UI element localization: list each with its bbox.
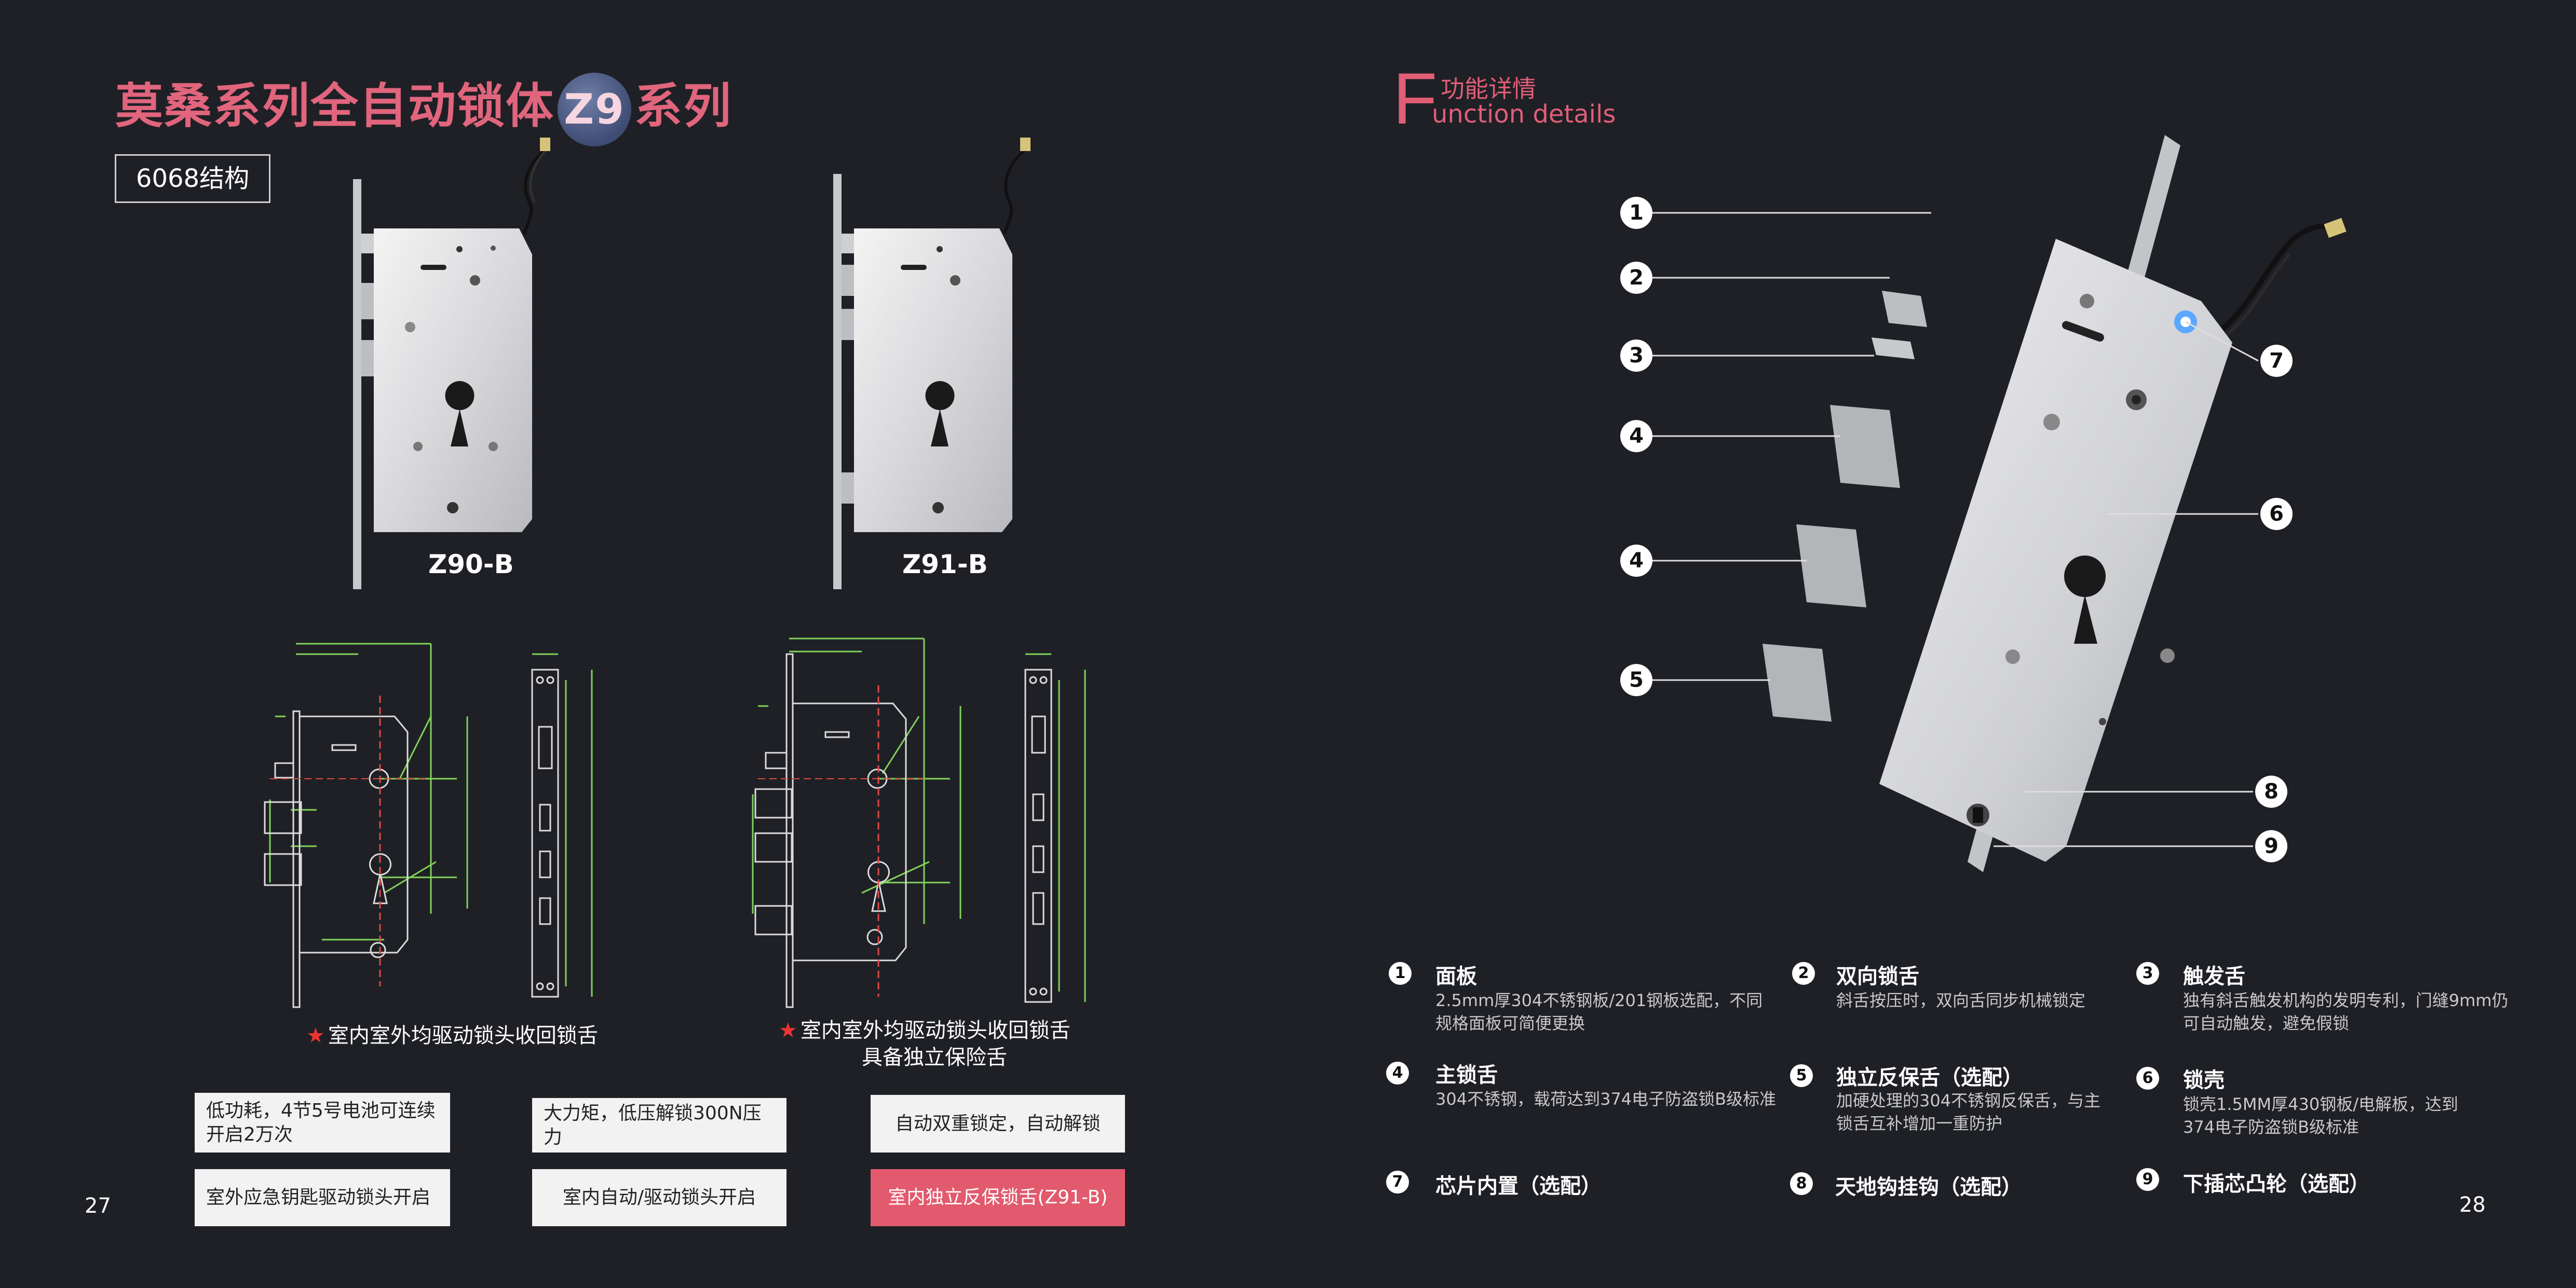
detail-desc-3: 独有斜舌触发机构的发明专利，门缝9mm仍可自动触发，避免假锁 — [2183, 991, 2509, 1033]
detail-num-6: 6 — [2136, 1067, 2159, 1090]
callout-1: 1 — [1620, 197, 1652, 229]
callout-4b: 4 — [1620, 545, 1652, 577]
z9-badge: Z9 — [558, 72, 632, 146]
feature-box-indoor-open: 室内自动/驱动锁头开启 — [532, 1169, 787, 1226]
note-z90b: ★室内室外均驱动锁头收回锁舌 — [306, 1024, 598, 1048]
lock-illustration-large — [1640, 135, 2347, 872]
detail-title-3: 触发舌 — [2183, 965, 2245, 988]
callout-3: 3 — [1620, 340, 1652, 372]
structure-label: 6068结构 — [115, 154, 270, 203]
model-label-z90b: Z90-B — [428, 549, 514, 579]
heading-en: unction details — [1432, 100, 1616, 129]
feature-box-emergency-key: 室外应急钥匙驱动锁头开启 — [195, 1169, 450, 1226]
detail-desc-2: 斜舌按压时，双向舌同步机械锁定 — [1836, 991, 2086, 1010]
note-z91b-line2: 具备独立保险舌 — [862, 1046, 1007, 1069]
technical-drawing-z90b — [264, 643, 593, 1008]
detail-num-2: 2 — [1792, 962, 1815, 985]
detail-num-1: 1 — [1389, 962, 1412, 985]
detail-title-5: 独立反保舌（选配） — [1836, 1066, 2023, 1090]
callout-5: 5 — [1620, 664, 1652, 696]
model-label-z91b: Z91-B — [902, 549, 988, 579]
callout-6: 6 — [2260, 498, 2293, 530]
detail-title-1: 面板 — [1435, 965, 1477, 988]
page-number-left: 27 — [85, 1194, 111, 1218]
detail-desc-4: 304不锈钢，载荷达到374电子防盗锁B级标准 — [1435, 1089, 1777, 1109]
detail-num-5: 5 — [1790, 1064, 1813, 1087]
heading-cn: 功能详情 — [1441, 75, 1536, 103]
detail-title-2: 双向锁舌 — [1836, 965, 1919, 988]
star-icon: ★ — [306, 1024, 325, 1048]
star-icon: ★ — [779, 1019, 797, 1042]
callout-9: 9 — [2255, 830, 2287, 862]
callout-4a: 4 — [1620, 420, 1652, 452]
detail-num-3: 3 — [2136, 962, 2159, 985]
detail-title-8: 天地钩挂钩（选配） — [1835, 1175, 2022, 1199]
callout-7: 7 — [2260, 345, 2293, 377]
detail-num-4: 4 — [1386, 1062, 1409, 1084]
detail-num-9: 9 — [2136, 1168, 2159, 1191]
feature-box-battery: 低功耗，4节5号电池可连续开启2万次 — [195, 1093, 450, 1153]
page-number-right: 28 — [2459, 1193, 2486, 1217]
detail-desc-1: 2.5mm厚304不锈钢板/201钢板选配，不同规格面板可简便更换 — [1435, 991, 1763, 1033]
detail-num-7: 7 — [1386, 1171, 1409, 1194]
detail-desc-6: 锁壳1.5MM厚430钢板/电解板，达到374电子防盗锁B级标准 — [2183, 1094, 2458, 1137]
detail-desc-5: 加硬处理的304不锈钢反保舌，与主锁舌互补增加一重防护 — [1836, 1091, 2101, 1133]
heading-letter: F — [1393, 58, 1438, 139]
detail-num-8: 8 — [1790, 1172, 1813, 1195]
detail-title-7: 芯片内置（选配） — [1435, 1174, 1602, 1198]
feature-box-auto-lock: 自动双重锁定，自动解锁 — [871, 1095, 1125, 1153]
feature-box-independent-bolt: 室内独立反保锁舌(Z91-B) — [871, 1169, 1125, 1226]
detail-title-9: 下插芯凸轮（选配） — [2183, 1172, 2370, 1196]
lock-photo-z90b — [353, 138, 550, 589]
callout-2: 2 — [1620, 262, 1652, 294]
detail-title-4: 主锁舌 — [1435, 1063, 1498, 1087]
detail-title-6: 锁壳 — [2183, 1068, 2225, 1092]
note-z91b-line1: ★室内室外均驱动锁头收回锁舌 — [779, 1019, 1070, 1042]
technical-drawing-z91b — [752, 638, 1086, 1008]
callout-8: 8 — [2255, 776, 2287, 808]
feature-box-torque: 大力矩，低压解锁300N压力 — [532, 1098, 787, 1153]
lock-photo-z91b — [833, 138, 1031, 589]
